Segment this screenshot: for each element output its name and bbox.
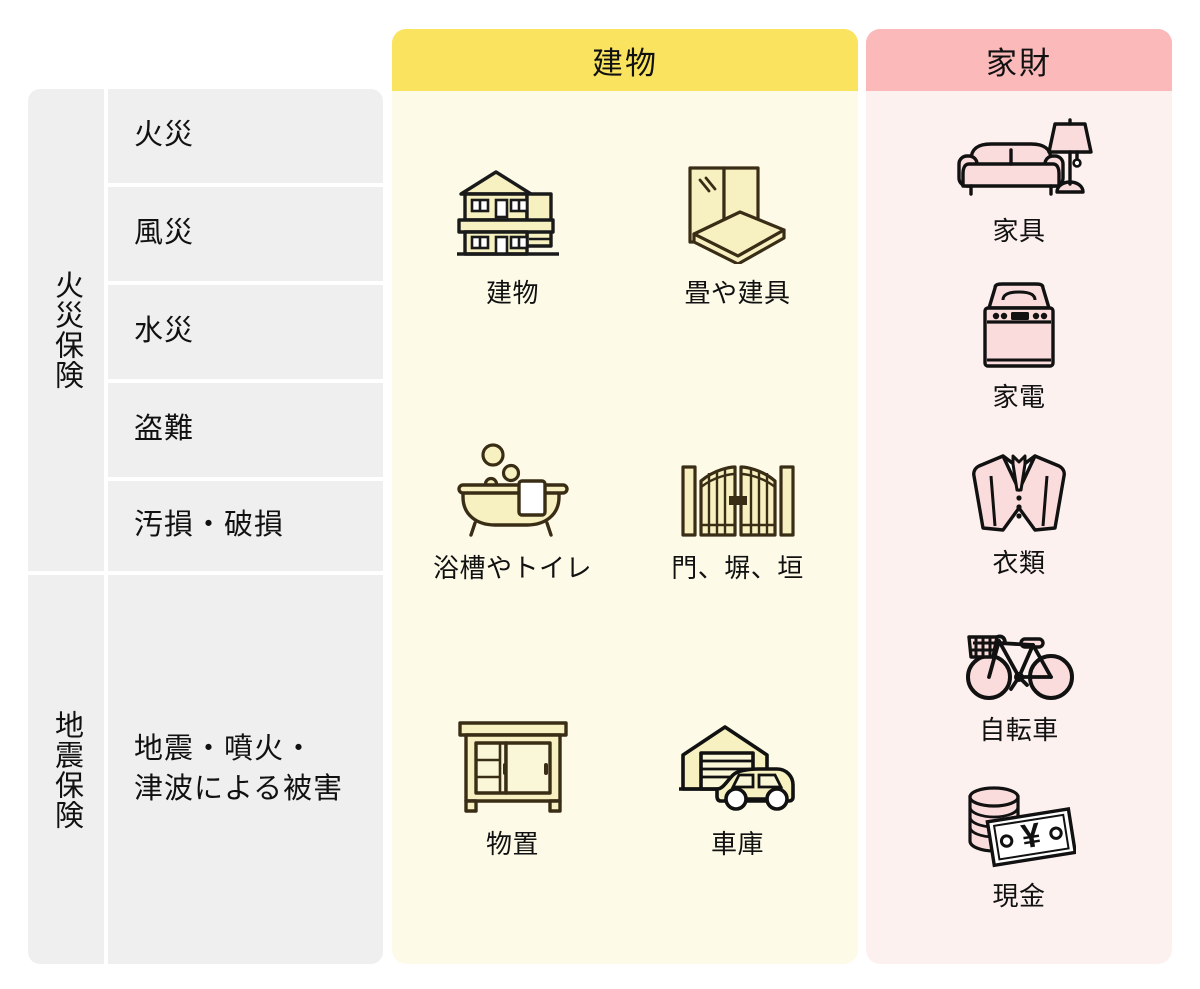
- peril-row-fire: 火災: [108, 89, 383, 183]
- contents-item-bicycle: 自転車: [866, 598, 1172, 764]
- contents-item-appliance-label: 家電: [992, 383, 1046, 413]
- peril-row-damage: 汚損・破損: [108, 481, 383, 571]
- peril-column: 火災 風災 水災 盗難 汚損・破損 地震・噴火・津波による被害: [108, 89, 383, 964]
- building-icon-grid: 建物: [392, 91, 858, 964]
- building-item-shed-label: 物置: [485, 830, 539, 860]
- panel-contents-title: 家財: [986, 45, 1052, 81]
- building-item-bathtub-label: 浴槽やトイレ: [432, 554, 592, 584]
- peril-label-flood: 水災: [134, 315, 195, 348]
- garage-car-icon: [677, 711, 799, 815]
- coverage-table: 火災保険 地震保険 火災 風災 水災 盗難 汚損・破損 地震・噴火・津: [28, 89, 383, 964]
- peril-label-theft: 盗難: [134, 413, 195, 446]
- contents-item-clothing-label: 衣類: [992, 549, 1046, 579]
- category-fire-insurance-label: 火災保険: [50, 270, 83, 390]
- category-earthquake-insurance-label: 地震保険: [50, 709, 83, 830]
- building-item-garage: 車庫: [625, 648, 850, 924]
- sofa-lamp-icon: [945, 116, 1093, 204]
- building-item-house-label: 建物: [485, 278, 539, 308]
- bathtub-icon: [449, 435, 577, 539]
- bicycle-icon: [963, 615, 1075, 703]
- contents-item-furniture-label: 家具: [992, 217, 1046, 247]
- building-item-house: 建物: [400, 97, 625, 373]
- jacket-icon: [969, 448, 1069, 536]
- building-item-bathtub: 浴槽やトイレ: [400, 373, 625, 649]
- gate-fence-icon: [679, 435, 797, 539]
- category-earthquake-insurance: 地震保険: [28, 575, 104, 964]
- peril-row-theft: 盗難: [108, 383, 383, 477]
- storage-shed-icon: [457, 711, 568, 815]
- contents-icon-grid: 家具: [866, 91, 1172, 964]
- washing-machine-icon: [977, 282, 1061, 370]
- peril-label-damage: 汚損・破損: [134, 509, 285, 542]
- panel-contents-header: 家財: [866, 29, 1172, 91]
- category-fire-insurance: 火災保険: [28, 89, 104, 571]
- panel-building-header: 建物: [392, 29, 858, 91]
- peril-label-wind: 風災: [134, 217, 195, 250]
- contents-item-clothing: 衣類: [866, 431, 1172, 597]
- building-item-gate: 門、塀、垣: [625, 373, 850, 649]
- peril-label-fire: 火災: [134, 119, 195, 152]
- peril-label-earthquake: 地震・噴火・津波による被害: [134, 733, 344, 805]
- cash-coins-icon: ¥: [962, 781, 1076, 869]
- house-icon: [451, 160, 575, 264]
- insurance-category-column: 火災保険 地震保険: [28, 89, 104, 964]
- peril-row-wind: 風災: [108, 187, 383, 281]
- contents-item-bicycle-label: 自転車: [979, 715, 1059, 745]
- contents-item-furniture: 家具: [866, 99, 1172, 265]
- building-item-gate-label: 門、塀、垣: [671, 554, 804, 584]
- contents-item-cash: ¥ 現金: [866, 764, 1172, 930]
- peril-row-flood: 水災: [108, 285, 383, 379]
- building-item-tatami-label: 畳や建具: [684, 278, 791, 308]
- tatami-fittings-icon: [678, 160, 798, 264]
- building-item-tatami: 畳や建具: [625, 97, 850, 373]
- panel-building: 建物: [392, 29, 858, 964]
- peril-row-earthquake: 地震・噴火・津波による被害: [108, 575, 383, 964]
- building-item-shed: 物置: [400, 648, 625, 924]
- panel-contents: 家財: [866, 29, 1172, 964]
- building-item-garage-label: 車庫: [710, 830, 764, 860]
- panel-building-title: 建物: [592, 45, 658, 81]
- contents-item-cash-label: 現金: [992, 881, 1046, 911]
- contents-item-appliance: 家電: [866, 265, 1172, 431]
